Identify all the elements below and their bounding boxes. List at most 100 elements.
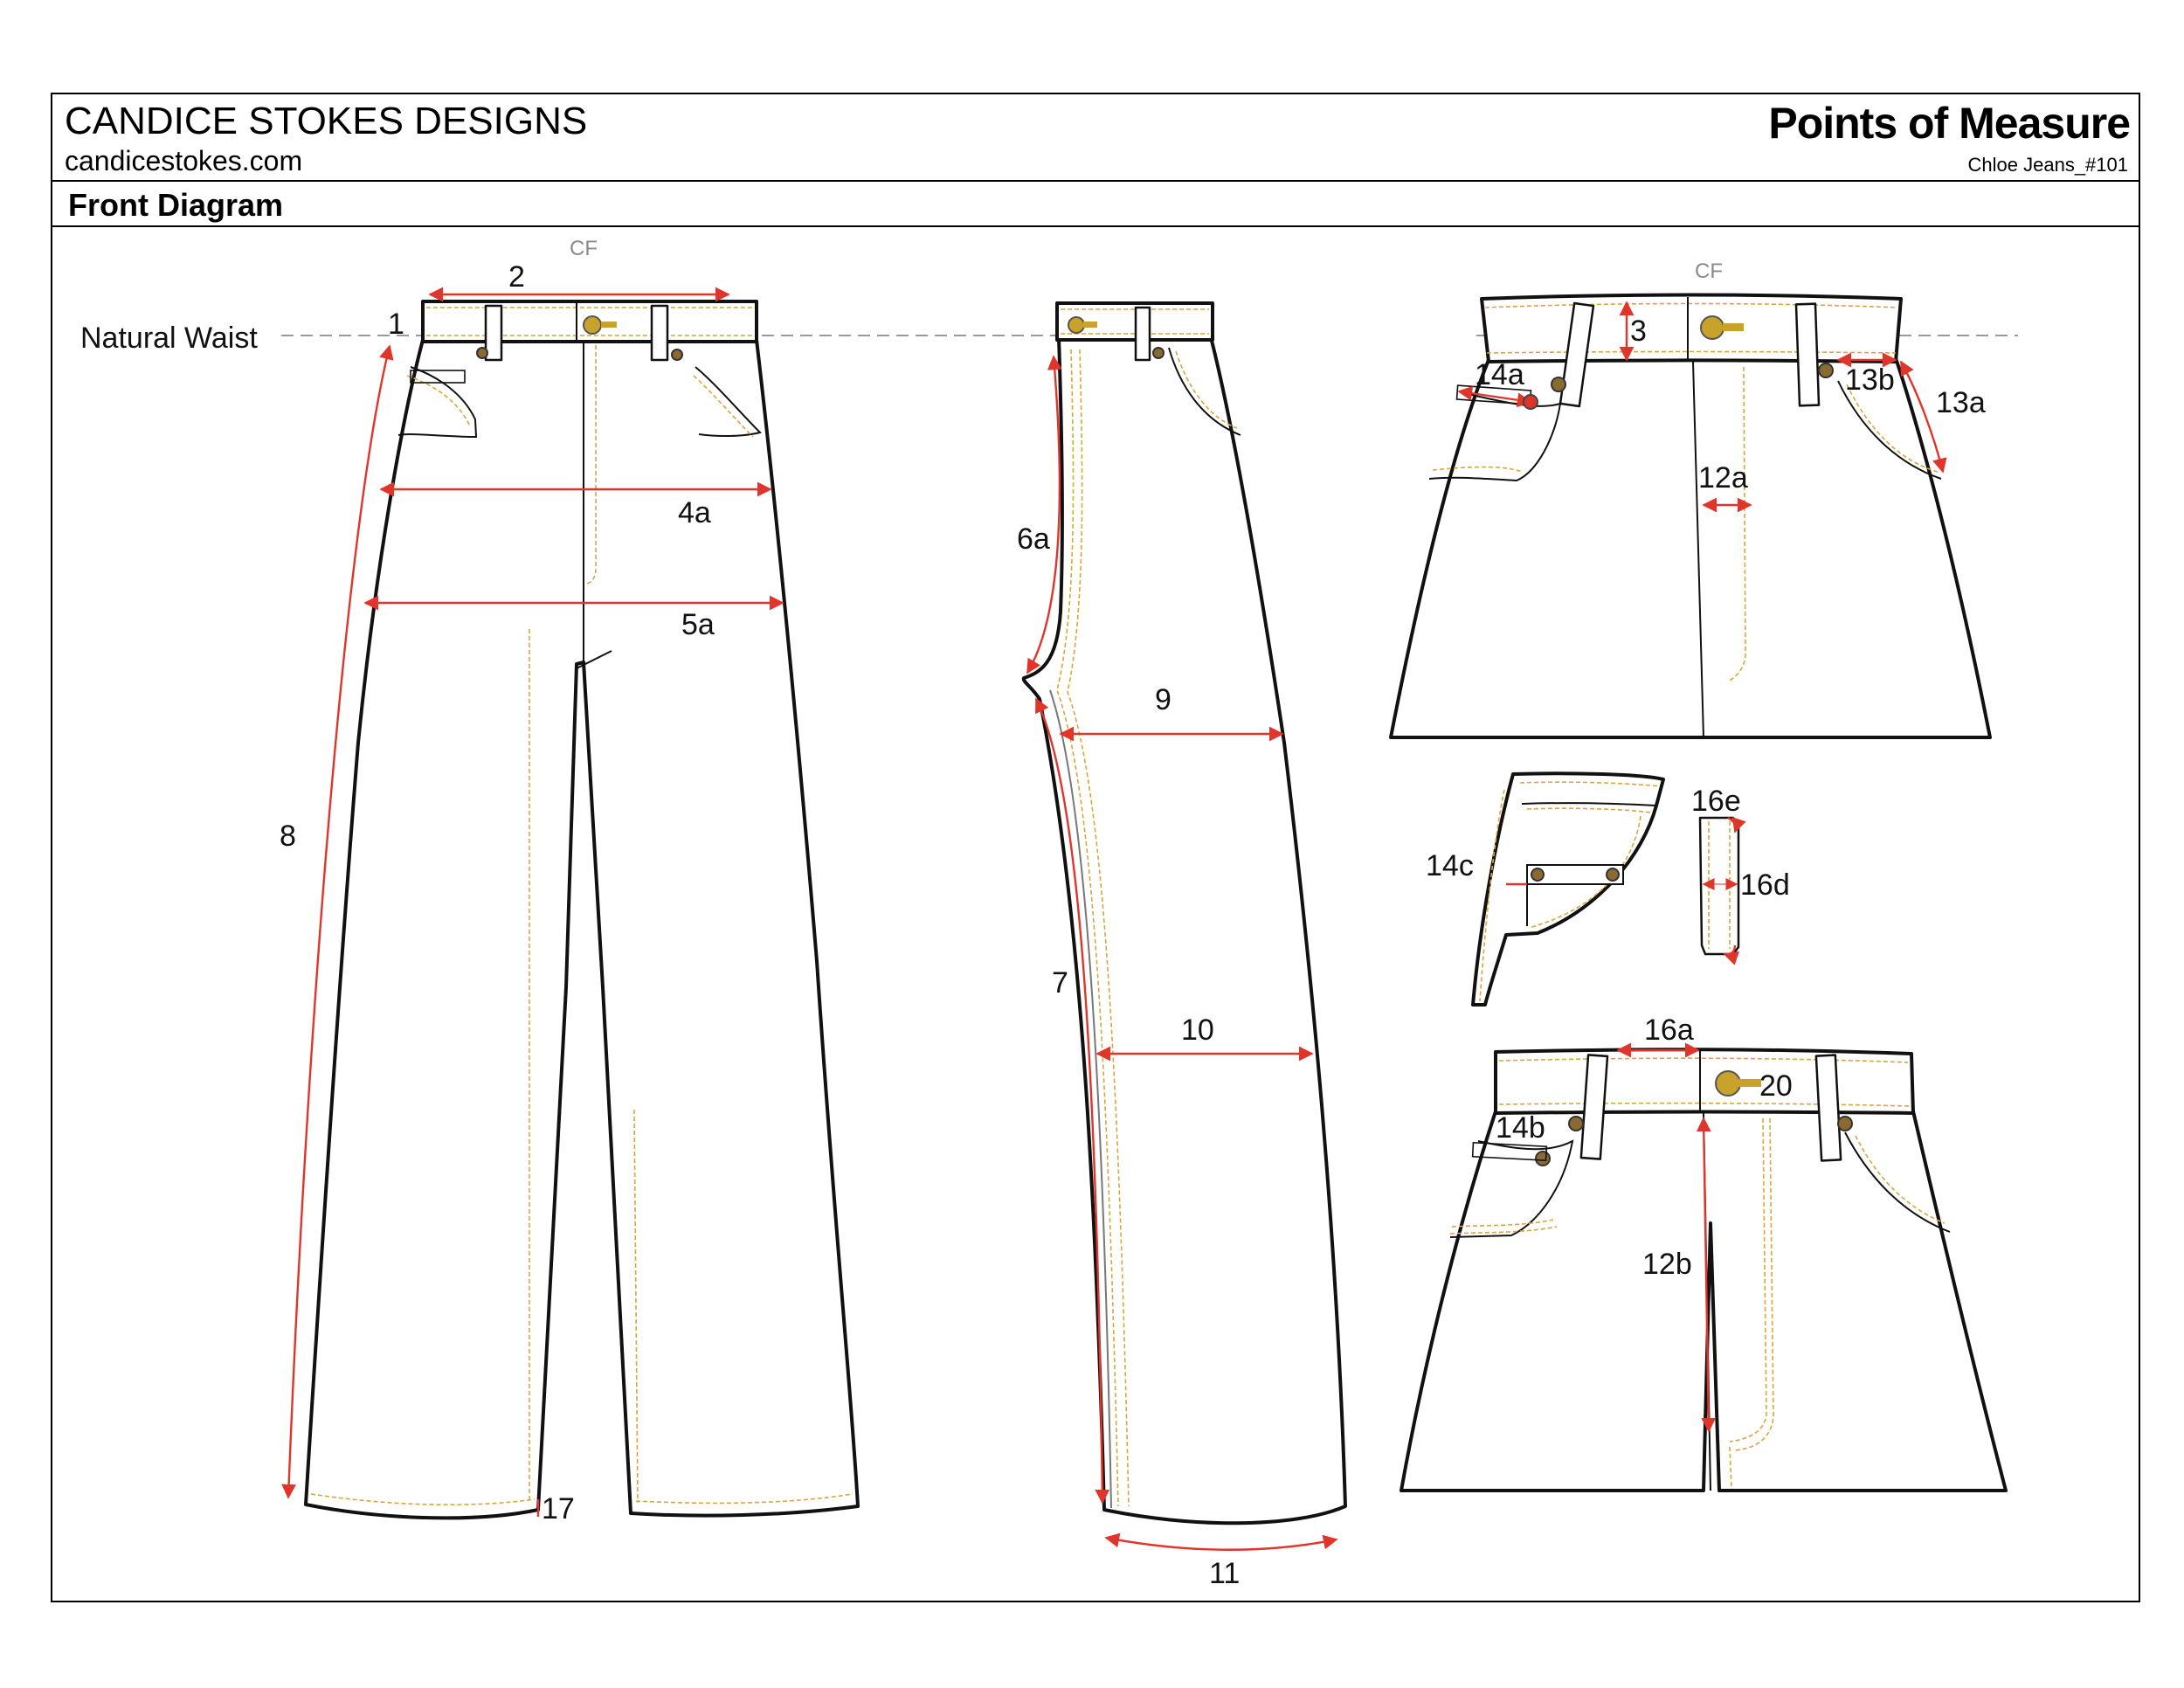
rivet-icon bbox=[1535, 1151, 1551, 1166]
rivet-icon bbox=[1568, 1116, 1584, 1131]
pom-14a-line bbox=[1457, 385, 1532, 408]
pom-16e-label: 16e bbox=[1691, 785, 1741, 818]
fly-coin-pocket bbox=[1471, 1141, 1548, 1162]
sheet-title: Points of Measure bbox=[1768, 99, 2131, 148]
pocket-detail-stitch-2 bbox=[1526, 807, 1652, 813]
front-full-view: CF 2 1 4a 5a bbox=[280, 237, 860, 1525]
side-pocket-opening bbox=[1168, 347, 1241, 436]
pom-12b-line bbox=[1696, 1117, 1717, 1433]
pom-13a-label: 13a bbox=[1936, 386, 1986, 419]
style-code: Chloe Jeans_#101 bbox=[1967, 154, 2128, 176]
rivet-icon bbox=[1531, 868, 1545, 882]
detail-button-icon bbox=[1700, 315, 1724, 340]
pom-4a-label: 4a bbox=[678, 496, 711, 529]
section-title: Front Diagram bbox=[68, 187, 284, 223]
side-trouser-body bbox=[1021, 336, 1347, 1525]
fly-waistband-stitch-2 bbox=[1498, 1102, 1911, 1107]
side-view: 6a 7 9 10 11 bbox=[1017, 301, 1347, 1590]
pom-10-label: 10 bbox=[1181, 1013, 1214, 1047]
loop-bottom-mark bbox=[1723, 944, 1739, 965]
belt-loop-detail bbox=[1698, 816, 1740, 956]
detail-button-shank bbox=[1723, 323, 1744, 331]
rivet-icon bbox=[476, 347, 488, 359]
side-button-shank bbox=[1083, 322, 1097, 328]
side-pocket-stitch bbox=[1175, 350, 1238, 429]
brand-name: CANDICE STOKES DESIGNS bbox=[65, 100, 588, 142]
pom-6a-line bbox=[1026, 355, 1062, 675]
detail-waistband-stitch-2 bbox=[1486, 350, 1897, 354]
pocket-stitch-left bbox=[406, 375, 471, 427]
inseam-stitch-right bbox=[633, 1109, 639, 1504]
section-bar: Front Diagram bbox=[52, 182, 2139, 227]
center-front-label-detail: CF bbox=[1695, 259, 1723, 283]
fly-pocket-right bbox=[1844, 1131, 1951, 1233]
rivet-icon bbox=[1606, 868, 1620, 882]
detail-pocket-stitch-right bbox=[1846, 384, 1939, 473]
pom-9-label: 9 bbox=[1155, 683, 1171, 716]
side-belt-loop bbox=[1134, 306, 1151, 362]
pom-2-label: 2 bbox=[508, 260, 525, 294]
rivet-icon bbox=[1837, 1116, 1853, 1131]
pocket-detail-stitch-4 bbox=[1479, 789, 1505, 1002]
brand-url[interactable]: candicestokes.com bbox=[65, 145, 303, 176]
detail-fly-stitch bbox=[1727, 366, 1746, 682]
pom-16a-label: 16a bbox=[1644, 1013, 1694, 1047]
pom-13b-label: 13b bbox=[1845, 363, 1895, 397]
fly-belt-loop-left bbox=[1579, 1054, 1609, 1160]
coin-pocket bbox=[410, 370, 466, 384]
fly-pocket-stitch-left-2 bbox=[1449, 1226, 1558, 1235]
pom-17-label: 17 bbox=[542, 1492, 575, 1525]
detail-pocket-stitch-left bbox=[1432, 466, 1523, 473]
waist-button-icon bbox=[583, 315, 602, 335]
fly-pocket-stitch-right bbox=[1855, 1135, 1946, 1224]
coin-pocket-detail bbox=[1526, 864, 1624, 885]
front-pocket-right bbox=[695, 366, 762, 438]
pocket-detail-stitch bbox=[1519, 781, 1661, 787]
fly-pocket-stitch-left bbox=[1451, 1219, 1554, 1228]
front-pocket-left bbox=[397, 366, 478, 439]
pom-20-label: 20 bbox=[1759, 1069, 1793, 1103]
pocket-detail-band-line bbox=[1521, 802, 1657, 806]
crotch-point-mark bbox=[576, 650, 612, 669]
fly-belt-loop-right bbox=[1814, 1054, 1842, 1162]
pom-6a-label: 6a bbox=[1017, 522, 1050, 556]
fly-button-shank bbox=[1738, 1079, 1761, 1087]
waist-detail-body bbox=[1389, 356, 1992, 739]
fly-bar-stitch bbox=[1729, 1446, 1732, 1490]
pom-5a-label: 5a bbox=[681, 608, 715, 641]
pom-7-line bbox=[1034, 697, 1110, 1505]
button-shank bbox=[601, 322, 617, 328]
pom-8-label: 8 bbox=[280, 820, 296, 853]
rivet-icon bbox=[671, 349, 683, 361]
fly-button-icon bbox=[1715, 1070, 1741, 1097]
detail-center-seam bbox=[1692, 361, 1704, 738]
pom-14a-label: 14a bbox=[1475, 358, 1524, 391]
hem-stitch-right bbox=[635, 1493, 854, 1505]
detail-belt-loop-right bbox=[1794, 302, 1821, 407]
rivet-icon bbox=[1152, 347, 1165, 359]
natural-waist-label: Natural Waist bbox=[80, 322, 258, 355]
pom-14b-label: 14b bbox=[1496, 1111, 1545, 1145]
fly-topstitch-detail bbox=[1729, 1117, 1767, 1442]
pom-11-line bbox=[1104, 1532, 1338, 1551]
pom-12b-label: 12b bbox=[1642, 1248, 1692, 1281]
fly-topstitch-detail-2 bbox=[1734, 1117, 1774, 1451]
center-front-label: CF bbox=[570, 237, 598, 260]
detail-waistband-stitch bbox=[1484, 302, 1898, 308]
fly-waistband-stitch bbox=[1498, 1057, 1909, 1063]
pom-1-label: 1 bbox=[388, 308, 404, 341]
pom-16e-line bbox=[1727, 816, 1746, 834]
detail-belt-loop-left bbox=[1559, 301, 1595, 408]
rivet-icon bbox=[1551, 377, 1566, 392]
belt-loop-right bbox=[650, 304, 669, 362]
red-rivet-icon bbox=[1523, 394, 1538, 410]
side-seam-stitch-2 bbox=[1067, 349, 1130, 1507]
side-button-icon bbox=[1068, 316, 1085, 334]
pocket-stitch-right bbox=[693, 375, 754, 438]
fly-pocket-left bbox=[1449, 1139, 1574, 1238]
fly-detail-view: 16a 20 14b 12b bbox=[1400, 1013, 2008, 1492]
pom-3-label: 3 bbox=[1630, 315, 1647, 348]
rivet-icon bbox=[1818, 363, 1834, 378]
sheet-header: CANDICE STOKES DESIGNS candicestokes.com… bbox=[52, 94, 2139, 182]
